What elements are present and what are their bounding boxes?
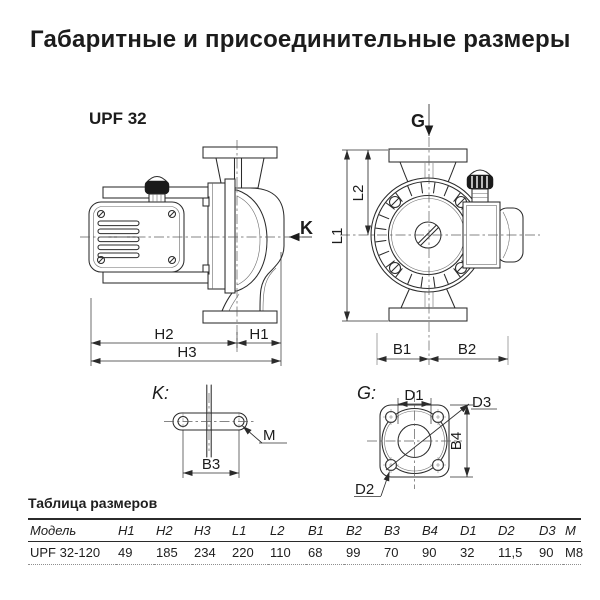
cell-l2: 110 xyxy=(268,541,306,565)
cell-h1: 49 xyxy=(116,541,154,565)
view-g-arrow: G xyxy=(411,104,434,136)
side-view-drawing: UPF 32 xyxy=(80,109,314,366)
view-g-label: G xyxy=(411,111,425,131)
dim-label-b3: B3 xyxy=(202,456,220,473)
dim-d3: D3 xyxy=(385,394,497,471)
column-header-m: M xyxy=(563,518,581,542)
front-top-flange xyxy=(388,148,468,163)
side-flange-plate xyxy=(207,182,226,290)
cell-b3: 70 xyxy=(382,541,420,565)
cell-d3: 90 xyxy=(537,541,563,565)
detail-g-label: G: xyxy=(357,383,376,403)
side-dimensions: H2 H1 H3 xyxy=(90,252,282,366)
detail-k-drawing: K: M B3 xyxy=(152,383,287,478)
cell-l1: 220 xyxy=(230,541,268,565)
table-caption: Таблица размеров xyxy=(28,495,158,511)
column-header-l2: L2 xyxy=(268,518,306,542)
cell-b1: 68 xyxy=(306,541,344,565)
flange-bolt-holes xyxy=(383,409,446,473)
cable-gland-side xyxy=(144,175,170,203)
front-bottom-flange xyxy=(388,307,468,322)
pump-ring-screws xyxy=(388,195,468,275)
terminal-box xyxy=(462,169,524,269)
cell-m: M8 xyxy=(563,541,583,565)
dimensions-table-section: Таблица размеров Модель H1 H2 H3 L1 L2 B… xyxy=(28,495,583,565)
thread-callout: M xyxy=(242,425,287,444)
dim-label-d1: D1 xyxy=(404,387,423,404)
view-k-label: K xyxy=(300,218,313,238)
side-pump-face xyxy=(234,189,268,292)
dim-label-h1: H1 xyxy=(249,326,268,343)
dim-label-l1: L1 xyxy=(329,228,346,245)
dim-d1: D1 xyxy=(397,387,432,424)
technical-drawing: UPF 32 xyxy=(80,104,540,498)
column-header-l1: L1 xyxy=(230,518,268,542)
column-header-b1: B1 xyxy=(306,518,344,542)
front-view-drawing: G xyxy=(329,104,540,365)
dim-label-d2: D2 xyxy=(355,481,374,498)
side-tie-rod-bottom xyxy=(102,271,209,284)
detail-k-dimension: B3 xyxy=(182,430,240,478)
cell-model: UPF 32-120 xyxy=(28,541,116,565)
dim-label-b4: B4 xyxy=(448,432,465,450)
dim-label-b1: B1 xyxy=(393,341,411,358)
column-header-h1: H1 xyxy=(116,518,154,542)
cell-h3: 234 xyxy=(192,541,230,565)
section-k-arrow: K xyxy=(289,218,313,242)
table-row: UPF 32-120 49 185 234 220 110 68 99 70 9… xyxy=(28,541,583,565)
dim-label-d3: D3 xyxy=(472,394,491,411)
front-dimensions-left: L1 L2 xyxy=(329,149,388,322)
dimensions-table: Модель H1 H2 H3 L1 L2 B1 B2 B3 B4 D1 D2 … xyxy=(28,518,583,565)
column-header-h2: H2 xyxy=(154,518,192,542)
column-header-model: Модель xyxy=(28,518,116,542)
dim-label-h3: H3 xyxy=(177,344,196,361)
cable-gland-front xyxy=(466,169,494,203)
dim-label-h2: H2 xyxy=(154,326,173,343)
column-header-d1: D1 xyxy=(458,518,496,542)
side-bottom-flange xyxy=(202,310,278,324)
page-title: Габаритные и присоединительные размеры xyxy=(30,26,571,53)
cell-b2: 99 xyxy=(344,541,382,565)
column-header-d2: D2 xyxy=(496,518,537,542)
thread-label-m: M xyxy=(263,427,276,444)
side-top-flange xyxy=(202,146,278,159)
dim-label-b2: B2 xyxy=(458,341,476,358)
cell-d2: 11,5 xyxy=(496,541,537,565)
column-header-b2: B2 xyxy=(344,518,382,542)
cell-h2: 185 xyxy=(154,541,192,565)
column-header-h3: H3 xyxy=(192,518,230,542)
cell-b4: 90 xyxy=(420,541,458,565)
table-header-row: Модель H1 H2 H3 L1 L2 B1 B2 B3 B4 D1 D2 … xyxy=(28,518,581,542)
motor-screws xyxy=(96,209,177,265)
column-header-b3: B3 xyxy=(382,518,420,542)
detail-k-label: K: xyxy=(152,383,169,403)
dim-d2: D2 xyxy=(354,471,390,498)
dim-b4: B4 xyxy=(448,404,473,478)
front-dimensions-bottom: B1 B2 xyxy=(376,333,509,365)
column-header-d3: D3 xyxy=(537,518,563,542)
dim-label-l2: L2 xyxy=(350,185,367,202)
column-header-b4: B4 xyxy=(420,518,458,542)
side-adapter-plate xyxy=(224,178,236,294)
cell-d1: 32 xyxy=(458,541,496,565)
model-label: UPF 32 xyxy=(89,109,147,128)
detail-g-drawing: G: D1 D3 xyxy=(354,383,497,498)
